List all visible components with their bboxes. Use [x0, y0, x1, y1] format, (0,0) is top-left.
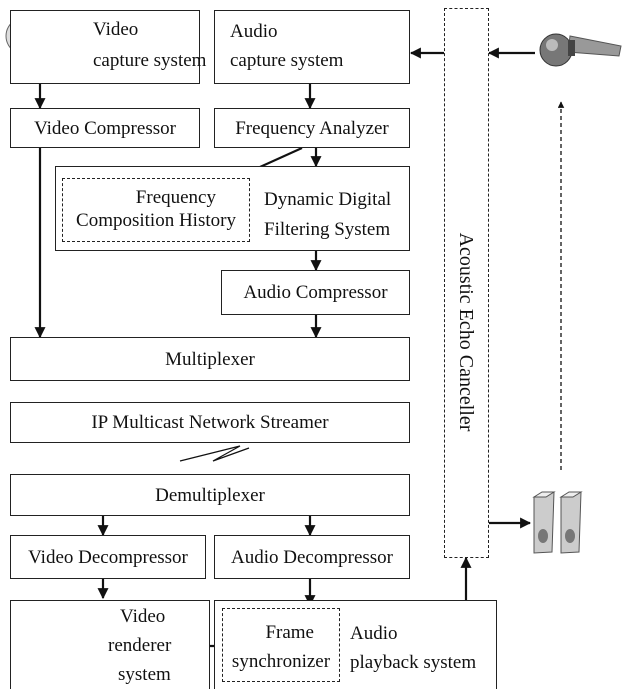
frequency-composition-history-box: Frequency Composition History [62, 178, 250, 242]
microphone-icon [539, 33, 622, 67]
video-renderer-label-line2: renderer [108, 635, 172, 656]
audio-capture-label-line1: Audio [230, 21, 278, 42]
frequency-history-line1: Frequency [135, 187, 216, 208]
frame-synchronizer-box: Frame synchronizer [222, 608, 340, 682]
video-capture-label-line1: Video [93, 19, 139, 40]
speakers-icon [532, 491, 583, 554]
acoustic-echo-canceller-box [444, 8, 489, 558]
video-renderer-label-line3: system [118, 664, 171, 685]
frequency-history-line2: Composition History [76, 210, 236, 231]
acoustic-echo-canceller-label: Acoustic Echo Canceller [455, 232, 477, 432]
video-renderer-system-box [10, 600, 210, 689]
frame-synchronizer-line2: synchronizer [231, 651, 331, 672]
multiplexer-box: Multiplexer [10, 337, 410, 381]
video-renderer-label-line1: Video [120, 606, 166, 627]
audio-playback-label-line2: playback system [350, 652, 477, 673]
video-compressor-box: Video Compressor [10, 108, 200, 148]
network-link-zigzag [179, 445, 250, 462]
demultiplexer-box: Demultiplexer [10, 474, 410, 516]
audio-capture-label-line2: capture system [230, 50, 344, 71]
audio-compressor-box: Audio Compressor [221, 270, 410, 315]
video-capture-system-box [10, 10, 200, 84]
video-decompressor-box: Video Decompressor [10, 535, 206, 579]
audio-playback-label-line1: Audio [350, 623, 398, 644]
frequency-analyzer-box: Frequency Analyzer [214, 108, 410, 148]
frame-synchronizer-line1: Frame [265, 622, 314, 643]
audio-decompressor-box: Audio Decompressor [214, 535, 410, 579]
audio-capture-system-box [214, 10, 410, 84]
dynamic-filter-label-line2: Filtering System [264, 219, 391, 240]
dynamic-filter-label-line1: Dynamic Digital [264, 189, 392, 210]
network-streamer-box: IP Multicast Network Streamer [10, 402, 410, 443]
video-capture-label-line2: capture system [93, 50, 207, 71]
